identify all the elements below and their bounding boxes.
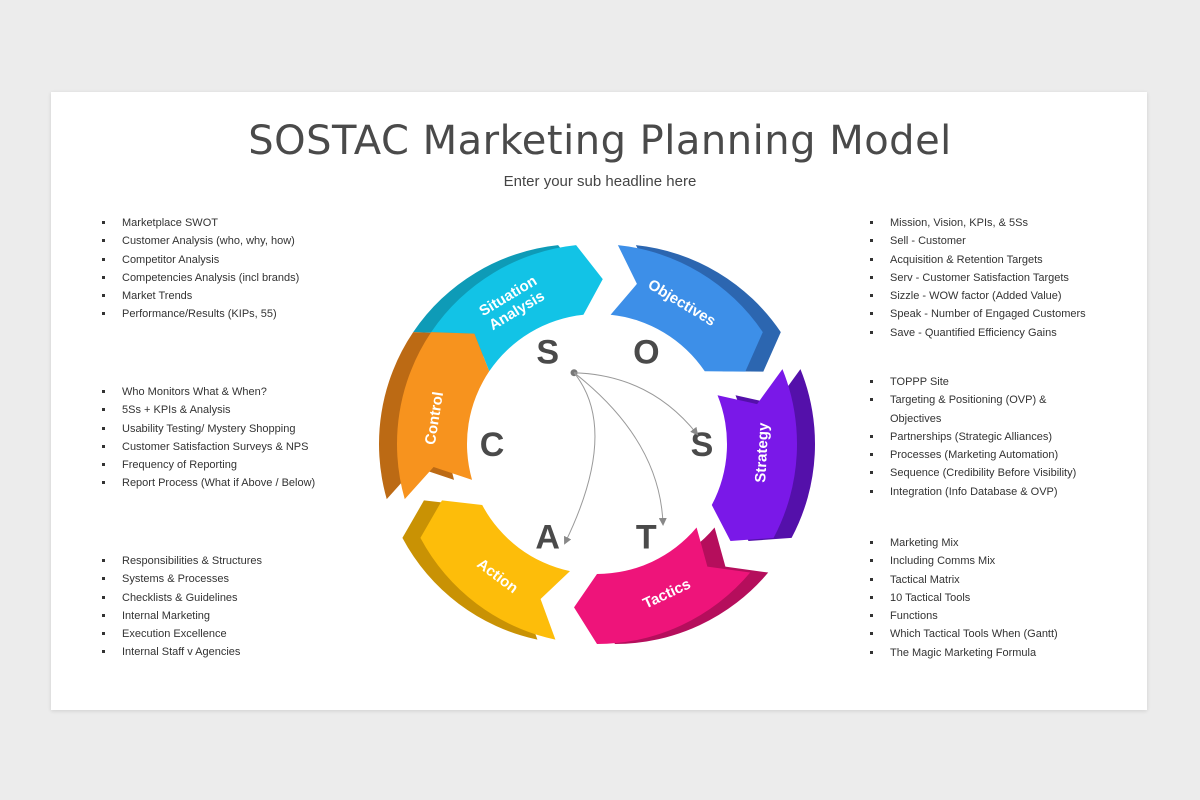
objectives-list-item: Save - Quantified Efficiency Gains — [868, 324, 1098, 342]
segment-strategy-face — [711, 369, 797, 541]
tactics-list-item: Tactical Matrix — [868, 571, 1098, 589]
arrow-to-tactics — [573, 372, 667, 526]
segment-tactics: Tactics — [574, 527, 769, 644]
letter-tactics: T — [636, 519, 657, 557]
letter-situation: S — [536, 333, 559, 371]
segment-action-face — [420, 500, 570, 640]
letter-control: C — [480, 426, 505, 464]
situation-list-item: Performance/Results (KIPs, 55) — [100, 305, 360, 323]
action-list-item: Execution Excellence — [100, 625, 360, 643]
segment-action: Action — [402, 500, 570, 640]
control-list-item: Usability Testing/ Mystery Shopping — [100, 420, 360, 438]
strategy-list-item: Integration (Info Database & OVP) — [868, 483, 1098, 501]
arrow-to-strategy — [574, 372, 699, 436]
objectives-list-item: Sell - Customer — [868, 232, 1098, 250]
control-list-item: 5Ss + KPIs & Analysis — [100, 401, 360, 419]
segment-objectives-face — [610, 245, 763, 372]
objectives-list-item: Acquisition & Retention Targets — [868, 251, 1098, 269]
control-list-item: Frequency of Reporting — [100, 456, 360, 474]
tactics-list-item: Which Tactical Tools When (Gantt) — [868, 625, 1098, 643]
segment-situation-face — [431, 245, 603, 372]
page-subtitle: Enter your sub headline here — [503, 173, 697, 190]
strategy-list-item: Processes (Marketing Automation) — [868, 446, 1098, 464]
objectives-list-item: Mission, Vision, KPIs, & 5Ss — [868, 214, 1098, 232]
letter-strategy: S — [691, 426, 714, 464]
strategy-list-item: Targeting & Positioning (OVP) & Objectiv… — [868, 391, 1098, 428]
control-list-item: Customer Satisfaction Surveys & NPS — [100, 438, 360, 456]
tactics-list-item: Functions — [868, 607, 1098, 625]
situation-list-item: Market Trends — [100, 287, 360, 305]
tactics-list-item: Including Comms Mix — [868, 552, 1098, 570]
situation-list-item: Customer Analysis (who, why, how) — [100, 232, 360, 250]
action-list-item: Checklists & Guidelines — [100, 589, 360, 607]
segment-situation: SituationAnalysis — [413, 245, 603, 372]
situation-list-item: Marketplace SWOT — [100, 214, 360, 232]
objectives-list-item: Speak - Number of Engaged Customers — [868, 305, 1098, 323]
tactics-list-item: The Magic Marketing Formula — [868, 644, 1098, 662]
control-list: Who Monitors What & When?5Ss + KPIs & An… — [100, 383, 360, 493]
letter-action: A — [535, 519, 560, 557]
letter-objectives: O — [633, 333, 659, 371]
tactics-list-item: 10 Tactical Tools — [868, 589, 1098, 607]
segment-objectives: Objectives — [610, 245, 781, 372]
segment-control-face — [396, 332, 490, 500]
strategy-list-item: TOPPP Site — [868, 373, 1098, 391]
objectives-list-item: Serv - Customer Satisfaction Targets — [868, 269, 1098, 287]
situation-list-item: Competitor Analysis — [100, 251, 360, 269]
segment-tactics-face — [574, 527, 751, 644]
action-list-item: Systems & Processes — [100, 570, 360, 588]
objectives-list-item: Sizzle - WOW factor (Added Value) — [868, 287, 1098, 305]
action-list-item: Internal Staff v Agencies — [100, 643, 360, 661]
strategy-list-item: Partnerships (Strategic Alliances) — [868, 428, 1098, 446]
action-list-item: Responsibilities & Structures — [100, 552, 360, 570]
segment-strategy-label: Strategy — [752, 422, 772, 483]
segment-strategy: Strategy — [711, 369, 815, 541]
page-title: SOSTAC Marketing Planning Model — [248, 118, 952, 164]
control-list-item: Report Process (What if Above / Below) — [100, 474, 360, 492]
situation-list-item: Competencies Analysis (incl brands) — [100, 269, 360, 287]
segment-control: Control — [378, 332, 490, 500]
strategy-list-item: Sequence (Credibility Before Visibility) — [868, 464, 1098, 482]
action-list-item: Internal Marketing — [100, 607, 360, 625]
control-list-item: Who Monitors What & When? — [100, 383, 360, 401]
arrow-to-action — [564, 372, 596, 545]
tactics-list-item: Marketing Mix — [868, 534, 1098, 552]
